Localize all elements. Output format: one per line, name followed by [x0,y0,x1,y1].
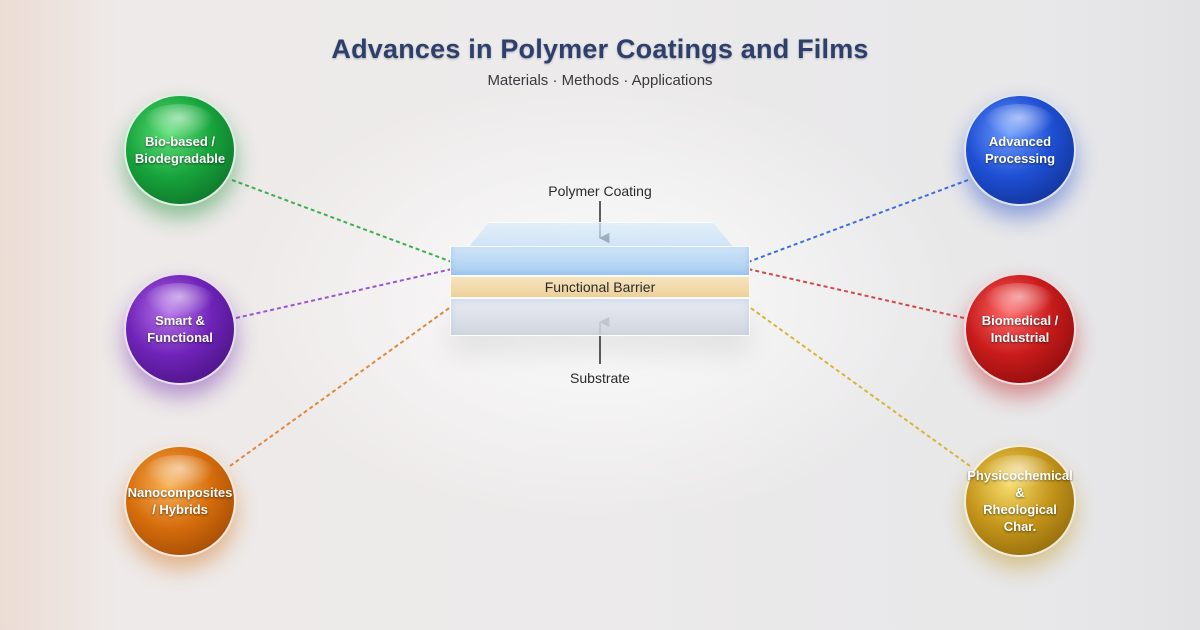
substrate-label: Substrate [570,370,630,386]
connector-gold [747,305,971,467]
coating-top-face [468,222,734,248]
layer-stack: Functional Barrier [450,222,750,336]
polymer-coating-layer [450,246,750,276]
connector-purple [235,268,453,319]
connector-green [231,179,453,263]
topic-label-line: Bio-based / [144,134,216,149]
topic-characterization-sphere: Physicochemical & Rheological Char. [964,445,1076,557]
topic-label-line: Smart & [155,313,205,328]
topic-label-line: Biodegradable [134,151,226,166]
topic-label-line: Physicochemical & [967,468,1073,500]
substrate-layer [450,298,750,336]
page-subtitle: Materials · Methods · Applications [487,72,713,89]
topic-biobased-sphere: Bio-based / Biodegradable [124,94,236,206]
topic-smart-sphere: Smart & Functional [124,273,236,385]
topic-biomedical-sphere: Biomedical / Industrial [964,273,1076,385]
topic-label-line: Processing [984,151,1056,166]
connector-blue [747,179,969,263]
topic-label-line: Industrial [990,330,1050,345]
topic-label-line: Advanced [988,134,1052,149]
connector-orange [229,305,453,467]
functional-barrier-label: Functional Barrier [544,279,656,295]
topic-label-line: Nanocomposites [127,485,233,500]
polymer-coating-label: Polymer Coating [548,183,652,199]
topic-label-line: / Hybrids [152,502,208,517]
connector-red [747,268,965,319]
topic-processing-sphere: Advanced Processing [964,94,1076,206]
functional-barrier-layer: Functional Barrier [450,276,750,298]
topic-nanocomposites-sphere: Nanocomposites / Hybrids [124,445,236,557]
page-title: Advances in Polymer Coatings and Films [331,34,869,64]
topic-label-line: Rheological Char. [983,502,1057,534]
topic-label-line: Biomedical / [981,313,1059,328]
topic-label-line: Functional [147,330,213,345]
